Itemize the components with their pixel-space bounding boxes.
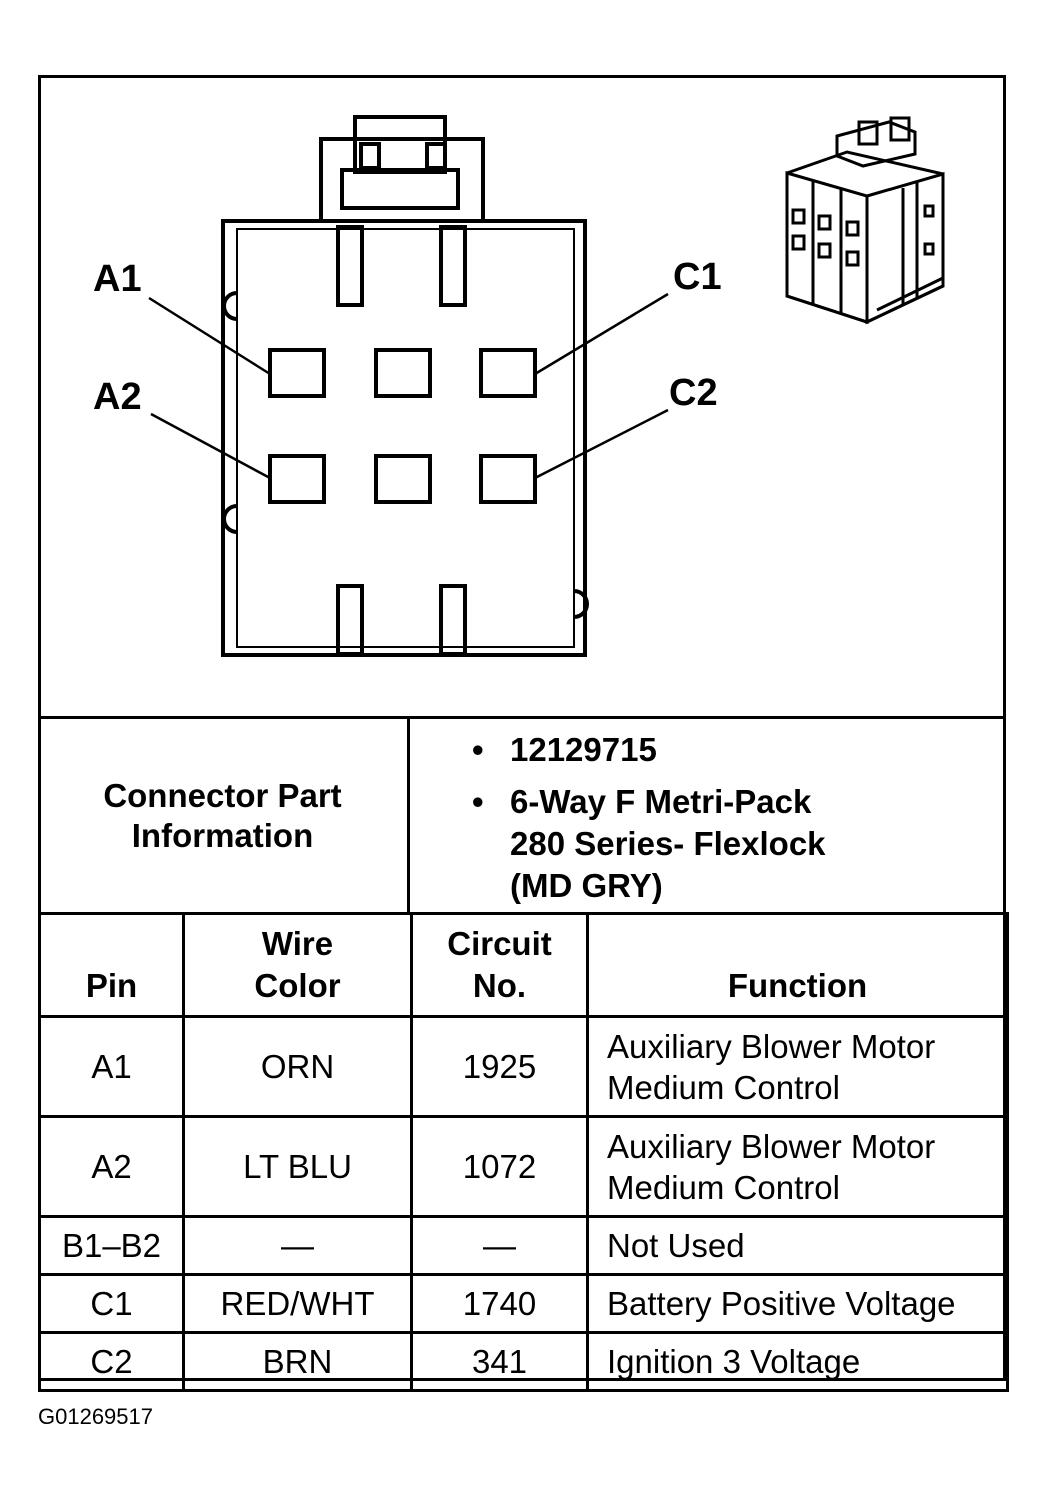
connector-isometric-icon	[785, 116, 945, 325]
cell-wire-color: ORN	[182, 1015, 413, 1118]
pin-label-a2: A2	[93, 376, 142, 418]
info-item-description: • 6-Way F Metri-Pack 280 Series- Flexloc…	[410, 781, 1006, 907]
cell-function: Battery Positive Voltage	[586, 1273, 1009, 1334]
cell-wire-color: LT BLU	[182, 1115, 413, 1218]
connector-part-info-values: • 12129715 • 6-Way F Metri-Pack 280 Seri…	[410, 729, 1006, 917]
top-slot-right	[439, 225, 467, 307]
bullet-icon: •	[472, 783, 484, 820]
locking-tab-latch	[340, 168, 460, 210]
header-function: Function	[586, 912, 1009, 1018]
cell-pin: A2	[38, 1115, 185, 1218]
side-clip-lower-left	[222, 504, 238, 534]
leader-c2	[534, 408, 669, 480]
pin-label-a1: A1	[93, 258, 142, 300]
bullet-icon: •	[472, 731, 484, 768]
bottom-slot-left	[336, 584, 364, 656]
connector-part-info: Connector Part Information • 12129715 • …	[38, 716, 1006, 913]
cell-circuit: 341	[410, 1331, 589, 1392]
top-slot-left	[336, 225, 364, 307]
cell-circuit: 1740	[410, 1273, 589, 1334]
cell-wire-color: —	[182, 1215, 413, 1276]
connector-body-inner	[236, 228, 575, 648]
side-clip-upper-left	[222, 291, 238, 321]
cell-pin: B1–B2	[38, 1215, 185, 1276]
cell-function: Ignition 3 Voltage	[586, 1331, 1009, 1392]
cavity-a2	[268, 454, 326, 504]
table-row: C1 RED/WHT 1740 Battery Positive Voltage	[38, 1273, 1009, 1334]
info-label-line1: Connector Part	[103, 777, 342, 814]
latch-detail-left	[359, 142, 381, 170]
latch-detail-right	[425, 142, 447, 170]
table-row: B1–B2 — — Not Used	[38, 1215, 1009, 1276]
connector-part-info-label: Connector Part Information	[38, 719, 410, 913]
cell-wire-color: RED/WHT	[182, 1273, 413, 1334]
cavity-b2	[374, 454, 432, 504]
cell-pin: A1	[38, 1015, 185, 1118]
info-label-line2: Information	[131, 817, 314, 854]
connector-body	[221, 219, 587, 657]
leader-a1	[148, 296, 271, 376]
info-item-part-number: • 12129715	[410, 729, 1006, 771]
description-line3: (MD GRY)	[510, 867, 663, 904]
cavity-b1	[374, 348, 432, 398]
leader-c1	[534, 292, 669, 376]
pin-label-c2: C2	[669, 372, 718, 414]
part-number: 12129715	[510, 731, 657, 768]
header-pin: Pin	[38, 912, 185, 1018]
table-row: C2 BRN 341 Ignition 3 Voltage	[38, 1331, 1009, 1392]
description-line2: 280 Series- Flexlock	[510, 825, 826, 862]
cavity-c2	[479, 454, 537, 504]
side-clip-lower-right	[573, 589, 589, 619]
cell-pin: C2	[38, 1331, 185, 1392]
cell-circuit: —	[410, 1215, 589, 1276]
cell-circuit: 1072	[410, 1115, 589, 1218]
cell-pin: C1	[38, 1273, 185, 1334]
bottom-slot-right	[439, 584, 467, 656]
leader-a2	[150, 412, 271, 480]
figure-id: G01269517	[38, 1404, 153, 1429]
pin-label-c1: C1	[673, 256, 722, 298]
cell-function: Not Used	[586, 1215, 1009, 1276]
cavity-a1	[268, 348, 326, 398]
description-line1: 6-Way F Metri-Pack	[510, 783, 812, 820]
cell-wire-color: BRN	[182, 1331, 413, 1392]
cell-circuit: 1925	[410, 1015, 589, 1118]
connector-face-diagram	[148, 115, 945, 657]
cavity-c1	[479, 348, 537, 398]
